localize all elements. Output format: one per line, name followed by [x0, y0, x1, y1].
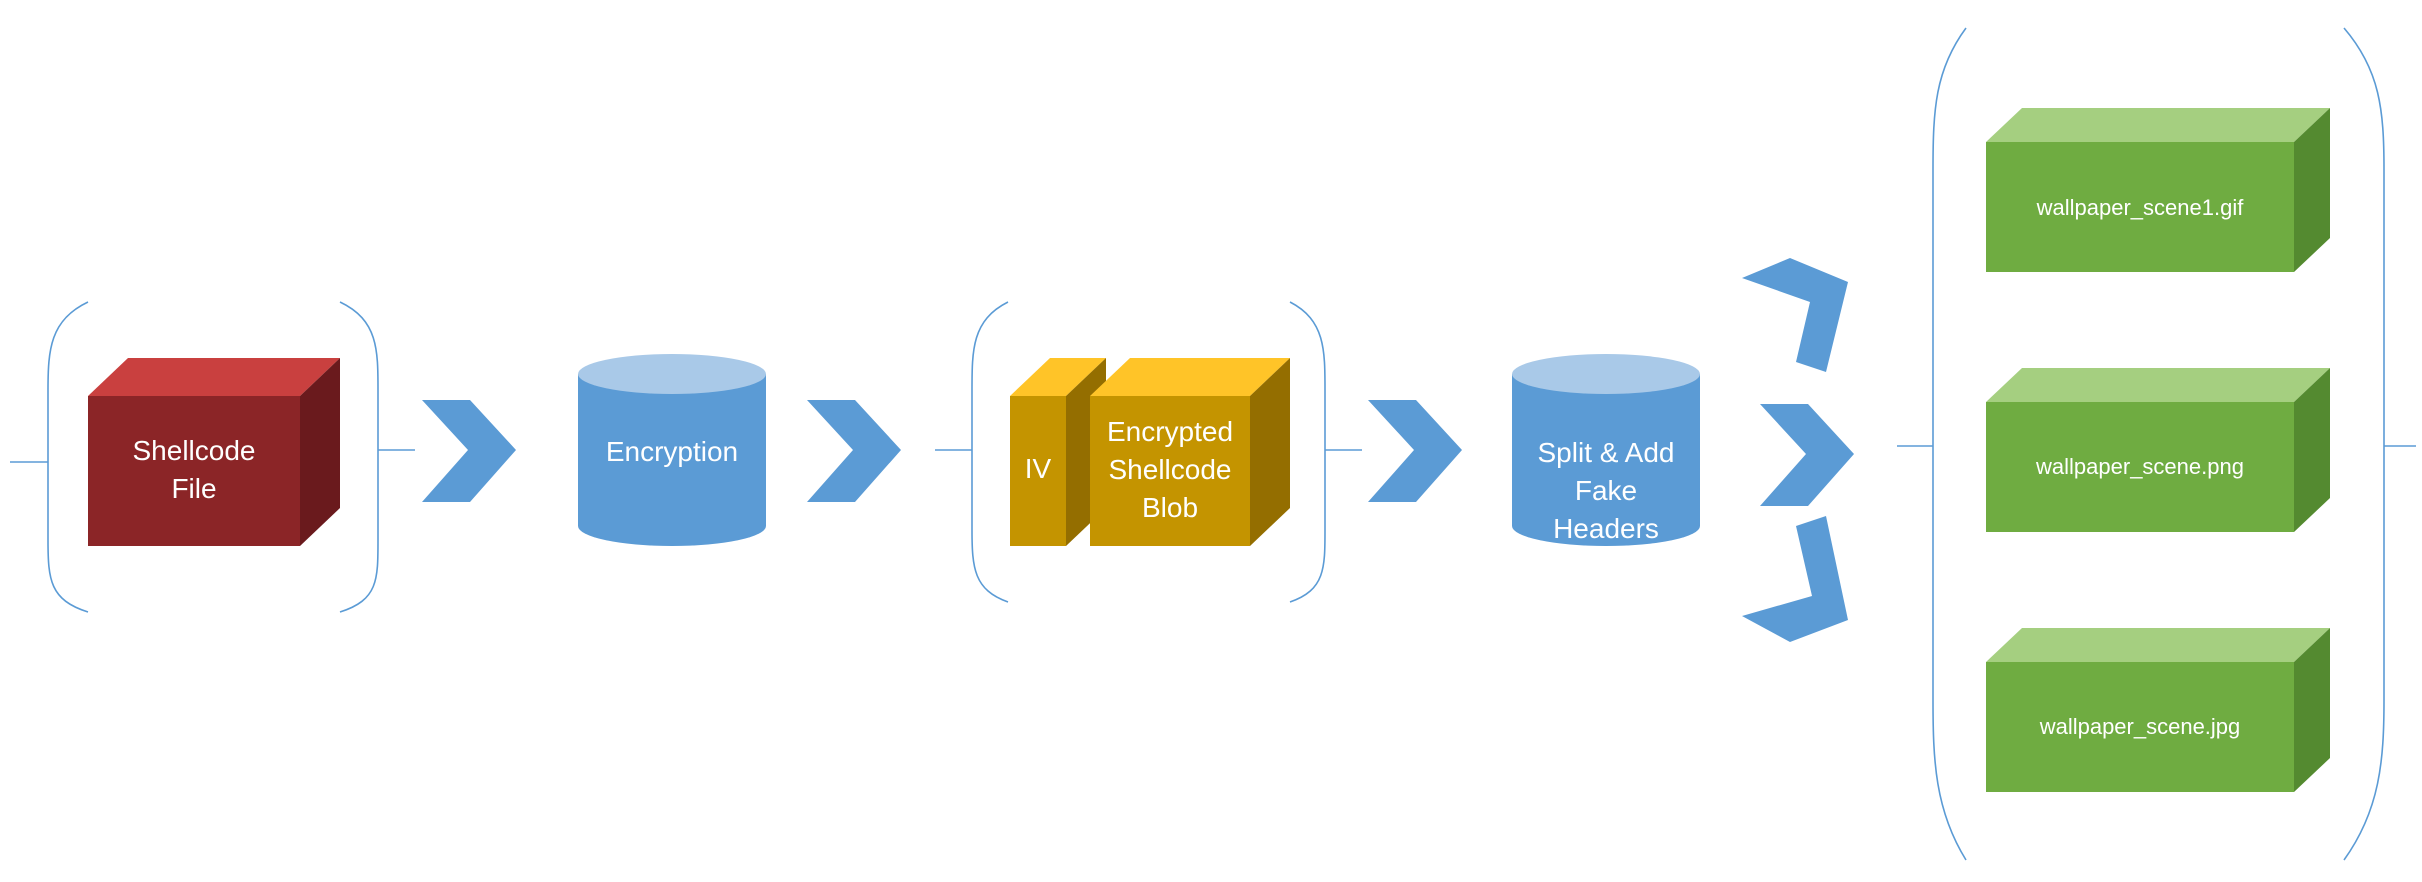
encrypted-blob-label-line2: Shellcode — [1109, 454, 1232, 485]
bracket-group-encrypted — [971, 301, 1326, 603]
output-box-gif: wallpaper_scene1.gif — [1986, 108, 2330, 272]
iv-box-front — [1010, 396, 1066, 546]
output-jpg-label: wallpaper_scene.jpg — [2039, 714, 2241, 739]
output-box-png: wallpaper_scene.png — [1986, 368, 2330, 532]
split-headers-cylinder-body — [1512, 374, 1700, 546]
encrypted-blob-box-top — [1090, 358, 1290, 396]
iv-box-top — [1010, 358, 1106, 396]
shellcode-file-box-side — [300, 358, 340, 546]
encrypted-blob-box-side — [1250, 358, 1290, 546]
output-box-png-top — [1986, 368, 2330, 402]
encrypted-blob-label-line1: Encrypted — [1107, 416, 1233, 447]
split-arrow-middle — [1760, 404, 1854, 506]
output-box-jpg-front — [1986, 662, 2294, 792]
shellcode-file-box-front — [88, 396, 300, 546]
split-arrow-down — [1742, 516, 1848, 642]
split-headers-label-line2: Fake — [1575, 475, 1637, 506]
encrypted-blob-label-line3: Blob — [1142, 492, 1198, 523]
split-headers-label-line3: Headers — [1553, 513, 1659, 544]
split-headers-label-line1: Split & Add — [1538, 437, 1675, 468]
output-gif-label: wallpaper_scene1.gif — [2036, 195, 2245, 220]
split-headers-cylinder: Split & Add Fake Headers — [1512, 354, 1700, 546]
encryption-cylinder: Encryption — [578, 354, 766, 546]
flow-arrow-1 — [422, 400, 516, 502]
encryption-label: Encryption — [606, 436, 738, 467]
shellcode-file-label-line2: File — [171, 473, 216, 504]
output-box-jpg-top — [1986, 628, 2330, 662]
encrypted-blob-box-front — [1090, 396, 1250, 546]
bracket-group-shellcode — [47, 301, 379, 613]
shellcode-file-box: Shellcode File — [88, 358, 340, 546]
output-box-png-front — [1986, 402, 2294, 532]
iv-box: IV — [1010, 358, 1106, 546]
shellcode-file-label-line1: Shellcode — [133, 435, 256, 466]
output-box-gif-side — [2294, 108, 2330, 272]
iv-label: IV — [1025, 453, 1052, 484]
output-box-jpg: wallpaper_scene.jpg — [1986, 628, 2330, 792]
output-box-gif-front — [1986, 142, 2294, 272]
encryption-cylinder-body — [578, 374, 766, 546]
encrypted-blob-box: Encrypted Shellcode Blob — [1090, 358, 1290, 546]
bracket-group-outputs — [1932, 27, 2385, 861]
output-box-png-side — [2294, 368, 2330, 532]
output-box-gif-top — [1986, 108, 2330, 142]
encryption-cylinder-top — [578, 354, 766, 394]
shellcode-file-box-top — [88, 358, 340, 396]
split-headers-cylinder-top — [1512, 354, 1700, 394]
split-arrow-up — [1742, 258, 1848, 372]
output-box-jpg-side — [2294, 628, 2330, 792]
flow-arrow-2 — [807, 400, 901, 502]
output-png-label: wallpaper_scene.png — [2035, 454, 2244, 479]
flow-arrow-3 — [1368, 400, 1462, 502]
